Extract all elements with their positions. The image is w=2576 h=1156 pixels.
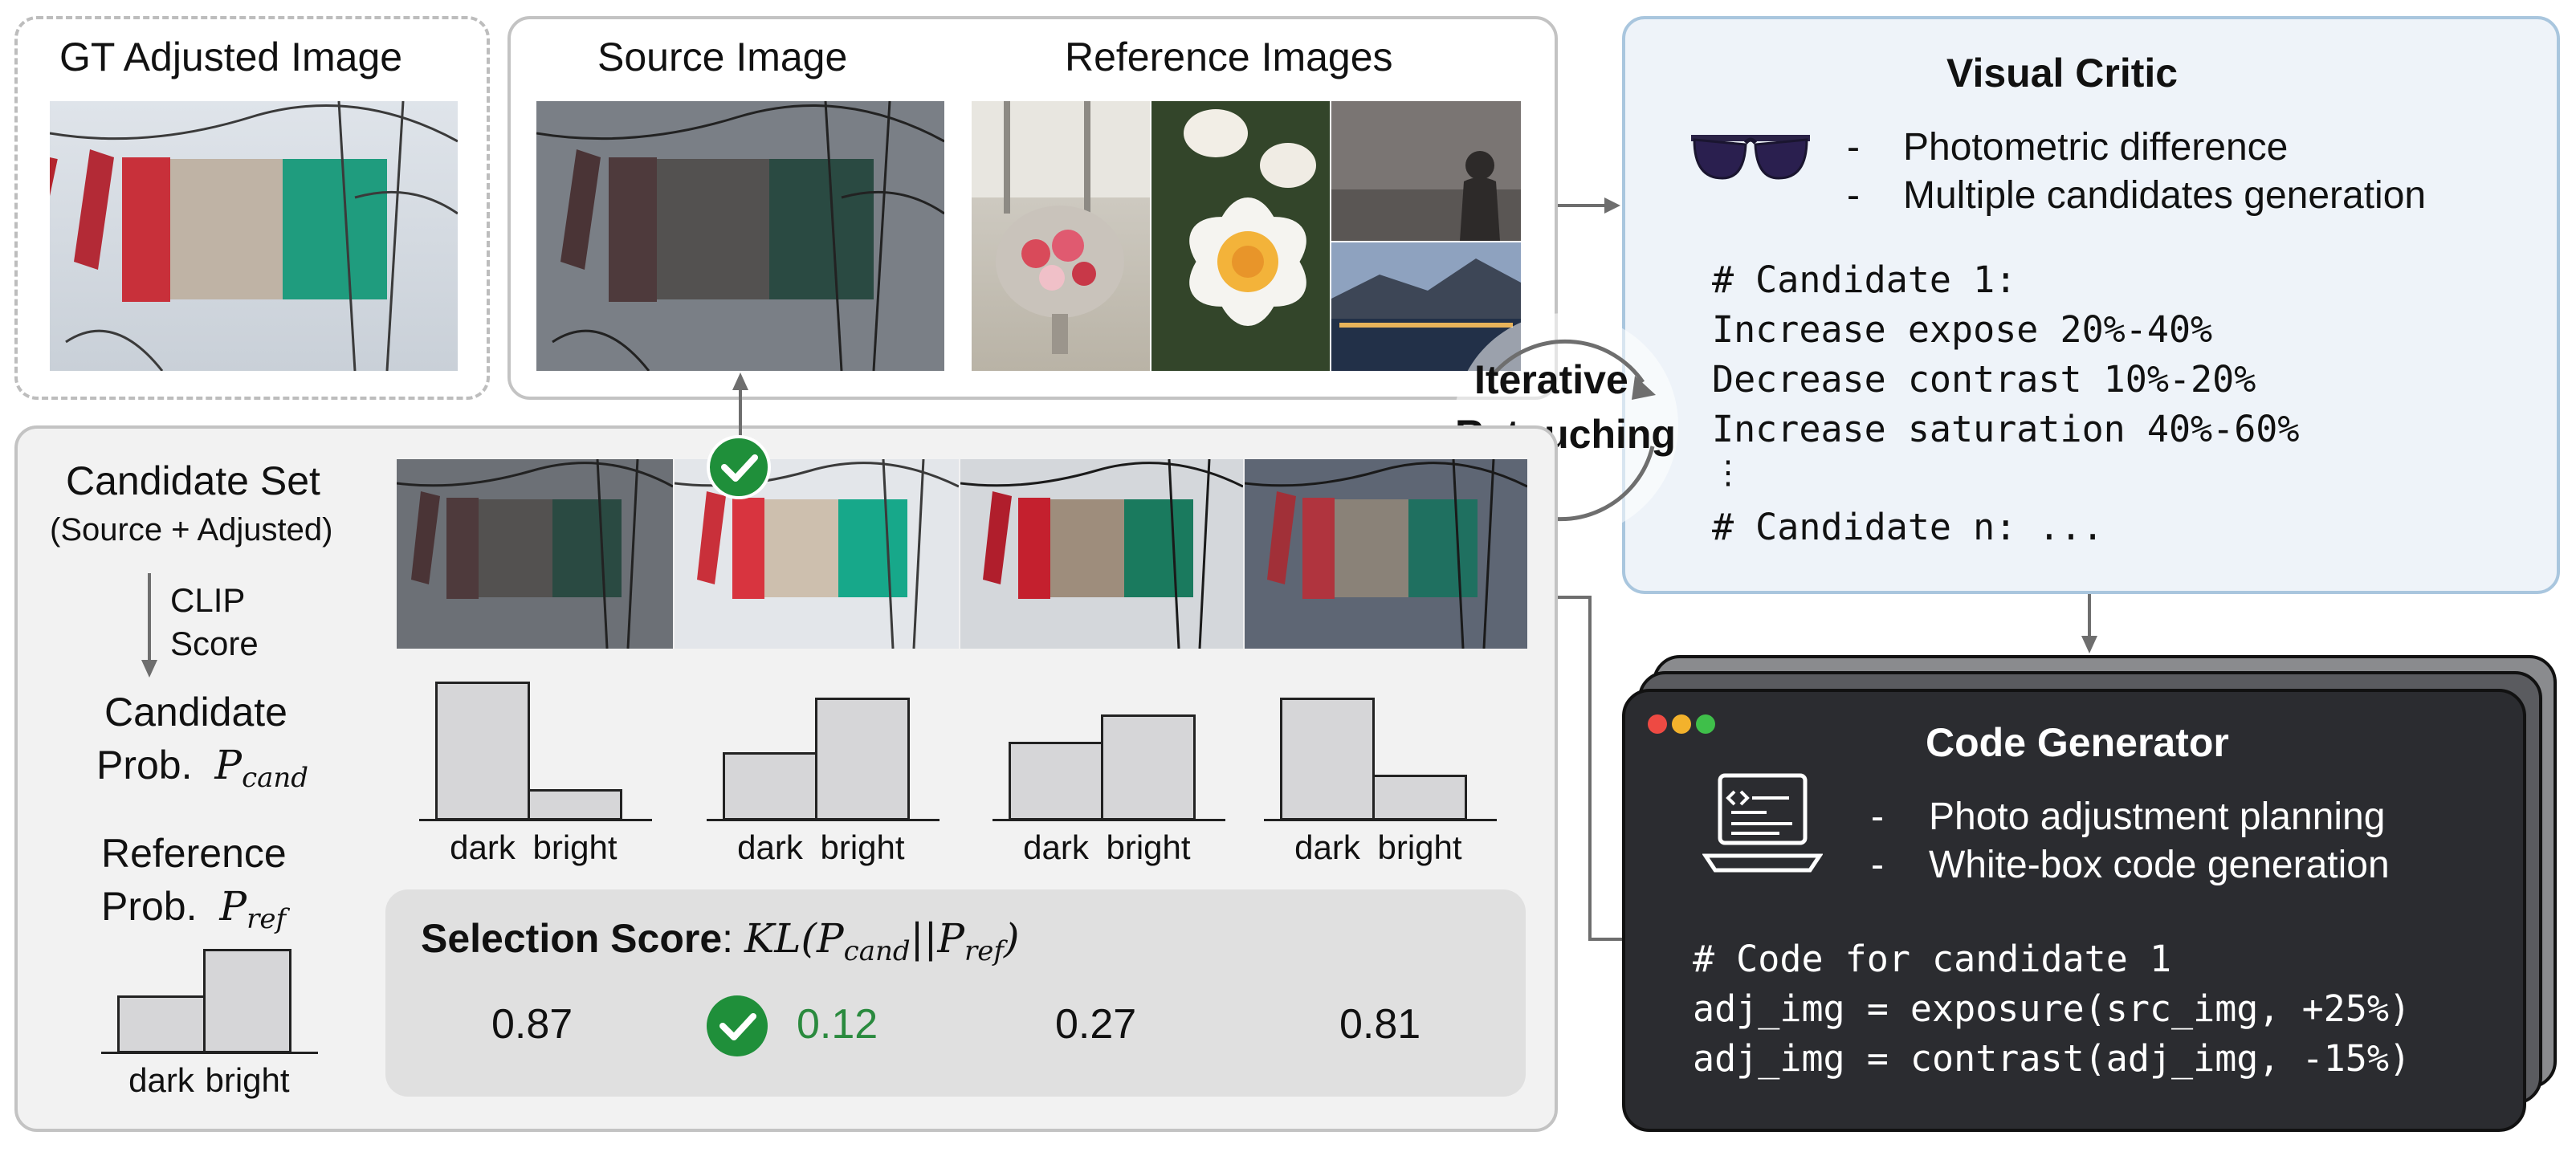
candidate-4-hist-label-bright: bright — [1377, 828, 1461, 867]
candidate-3-hist-bar-bright — [1101, 714, 1196, 820]
cand-prob-sub: cand — [242, 762, 308, 794]
candidate-4-hist-bar-bright — [1372, 775, 1467, 820]
code-generator-title: Code Generator — [1926, 719, 2229, 766]
critic-code-line-2: Increase expose 20%-40% — [1712, 308, 2212, 351]
generator-bullet-1: Photo adjustment planning — [1929, 795, 2385, 839]
clip-arrow — [140, 573, 159, 679]
candidate-2-hist-label-bright: bright — [820, 828, 904, 867]
candidate-set-subtitle: (Source + Adjusted) — [50, 512, 332, 548]
candidate-4-hist-bar-dark — [1280, 698, 1375, 820]
critic-bullet-dash-1: - — [1847, 125, 1860, 169]
gt-title: GT Adjusted Image — [59, 34, 402, 80]
shadow-art — [1331, 101, 1521, 241]
candidate-histogram-4: dark bright — [1256, 666, 1497, 875]
critic-bullet-2: Multiple candidates generation — [1903, 173, 2426, 218]
sunglasses-icon — [1686, 128, 1815, 185]
window-dot-green — [1696, 714, 1715, 734]
loop-label-line1: Iterative — [1474, 356, 1628, 403]
candidate-3-hist-bar-dark — [1009, 742, 1103, 820]
reference-image-shadow — [1331, 101, 1521, 241]
candidate-histogram-2: dark bright — [699, 666, 940, 875]
generator-bullet-dash-1: - — [1871, 795, 1884, 839]
critic-bullet-dash-2: - — [1847, 173, 1860, 218]
generator-code-line-2: adj_img = exposure(src_img, +25%) — [1693, 987, 2411, 1030]
reference-hist-bar-dark — [117, 995, 206, 1053]
clip-label-line2: Score — [170, 625, 259, 663]
arrow-to-source — [731, 371, 750, 442]
selection-formula-mid: ||P — [911, 915, 964, 962]
candidate-1-hist-label-bright: bright — [532, 828, 617, 867]
generator-code-line-3: adj_img = contrast(adj_img, -15%) — [1693, 1037, 2411, 1080]
gt-image-art — [50, 101, 458, 371]
visual-critic-title: Visual Critic — [1946, 50, 2178, 96]
source-title: Source Image — [597, 34, 847, 80]
source-image-art — [536, 101, 944, 371]
candidate-set-title: Candidate Set — [66, 458, 320, 504]
arrow-to-generator — [2080, 594, 2099, 655]
ref-prob-line1: Reference — [101, 830, 287, 877]
ref-prob-word: Prob. — [101, 884, 198, 929]
reference-histogram: dark bright — [95, 923, 312, 1103]
candidate-4-hist-label-dark: dark — [1294, 828, 1360, 867]
reference-hist-label-dark: dark — [128, 1061, 194, 1100]
critic-bullet-1: Photometric difference — [1903, 125, 2288, 169]
reference-hist-label-bright: bright — [205, 1061, 289, 1100]
window-dot-yellow — [1672, 714, 1691, 734]
arrow-to-critic — [1558, 196, 1622, 215]
candidate-image-4 — [1245, 459, 1527, 649]
generator-code-line-1: # Code for candidate 1 — [1693, 938, 2171, 980]
candidate-image-1 — [397, 459, 673, 649]
selection-formula: KL(P — [744, 915, 844, 962]
daffodil-art — [1151, 101, 1330, 371]
candidate-2-hist-bar-bright — [815, 698, 910, 820]
selection-formula-sub2: ref — [964, 935, 1004, 967]
generator-bullet-dash-2: - — [1871, 843, 1884, 887]
candidate-1-hist-bar-bright — [528, 789, 622, 820]
reference-title: Reference Images — [1065, 34, 1393, 80]
selection-colon: : — [722, 916, 744, 961]
critic-code-line-1: # Candidate 1: — [1712, 258, 2016, 301]
vase-art — [972, 101, 1150, 371]
gt-adjusted-image — [50, 101, 458, 371]
candidate-3-hist-label-bright: bright — [1106, 828, 1190, 867]
score-4: 0.81 — [1339, 1000, 1420, 1048]
critic-code-line-5: ⋮ — [1712, 454, 1744, 491]
candidate-1-hist-bar-dark — [435, 682, 530, 820]
score-check-icon — [705, 994, 769, 1058]
reference-image-daffodil — [1151, 101, 1330, 371]
selection-label-line: Selection Score: KL(Pcand||Pref) — [421, 915, 1019, 967]
reference-hist-bar-bright — [203, 949, 291, 1053]
critic-code-line-3: Decrease contrast 10%-20% — [1712, 358, 2256, 401]
candidate-image-3 — [960, 459, 1243, 649]
cand-prob-symbol: P — [214, 742, 242, 788]
score-2: 0.12 — [797, 1000, 878, 1048]
cand-prob-word: Prob. — [96, 743, 193, 788]
cand-prob-line1: Candidate — [104, 689, 287, 735]
critic-code-line-4: Increase saturation 40%-60% — [1712, 408, 2300, 450]
critic-code-line-6: # Candidate n: ... — [1712, 506, 2104, 548]
selection-formula-end: ) — [1004, 915, 1020, 962]
selection-label: Selection Score — [421, 916, 722, 961]
score-1: 0.87 — [491, 1000, 573, 1048]
generator-bullet-2: White-box code generation — [1929, 843, 2390, 887]
window-dot-red — [1648, 714, 1667, 734]
candidate-1-hist-label-dark: dark — [450, 828, 516, 867]
candidate-3-hist-label-dark: dark — [1023, 828, 1089, 867]
laptop-code-icon — [1702, 771, 1823, 875]
candidate-histogram-1: dark bright — [411, 666, 652, 875]
candidate-2-hist-bar-dark — [723, 752, 817, 820]
source-image — [536, 101, 944, 371]
selected-check-icon — [707, 435, 771, 499]
reference-image-vase — [972, 101, 1150, 371]
candidate-2-hist-label-dark: dark — [737, 828, 803, 867]
clip-label-line1: CLIP — [170, 581, 245, 620]
cand-prob-line2: Prob. Pcand — [96, 742, 308, 794]
selection-formula-sub1: cand — [844, 935, 911, 967]
candidate-histogram-3: dark bright — [984, 666, 1225, 875]
score-3: 0.27 — [1055, 1000, 1136, 1048]
